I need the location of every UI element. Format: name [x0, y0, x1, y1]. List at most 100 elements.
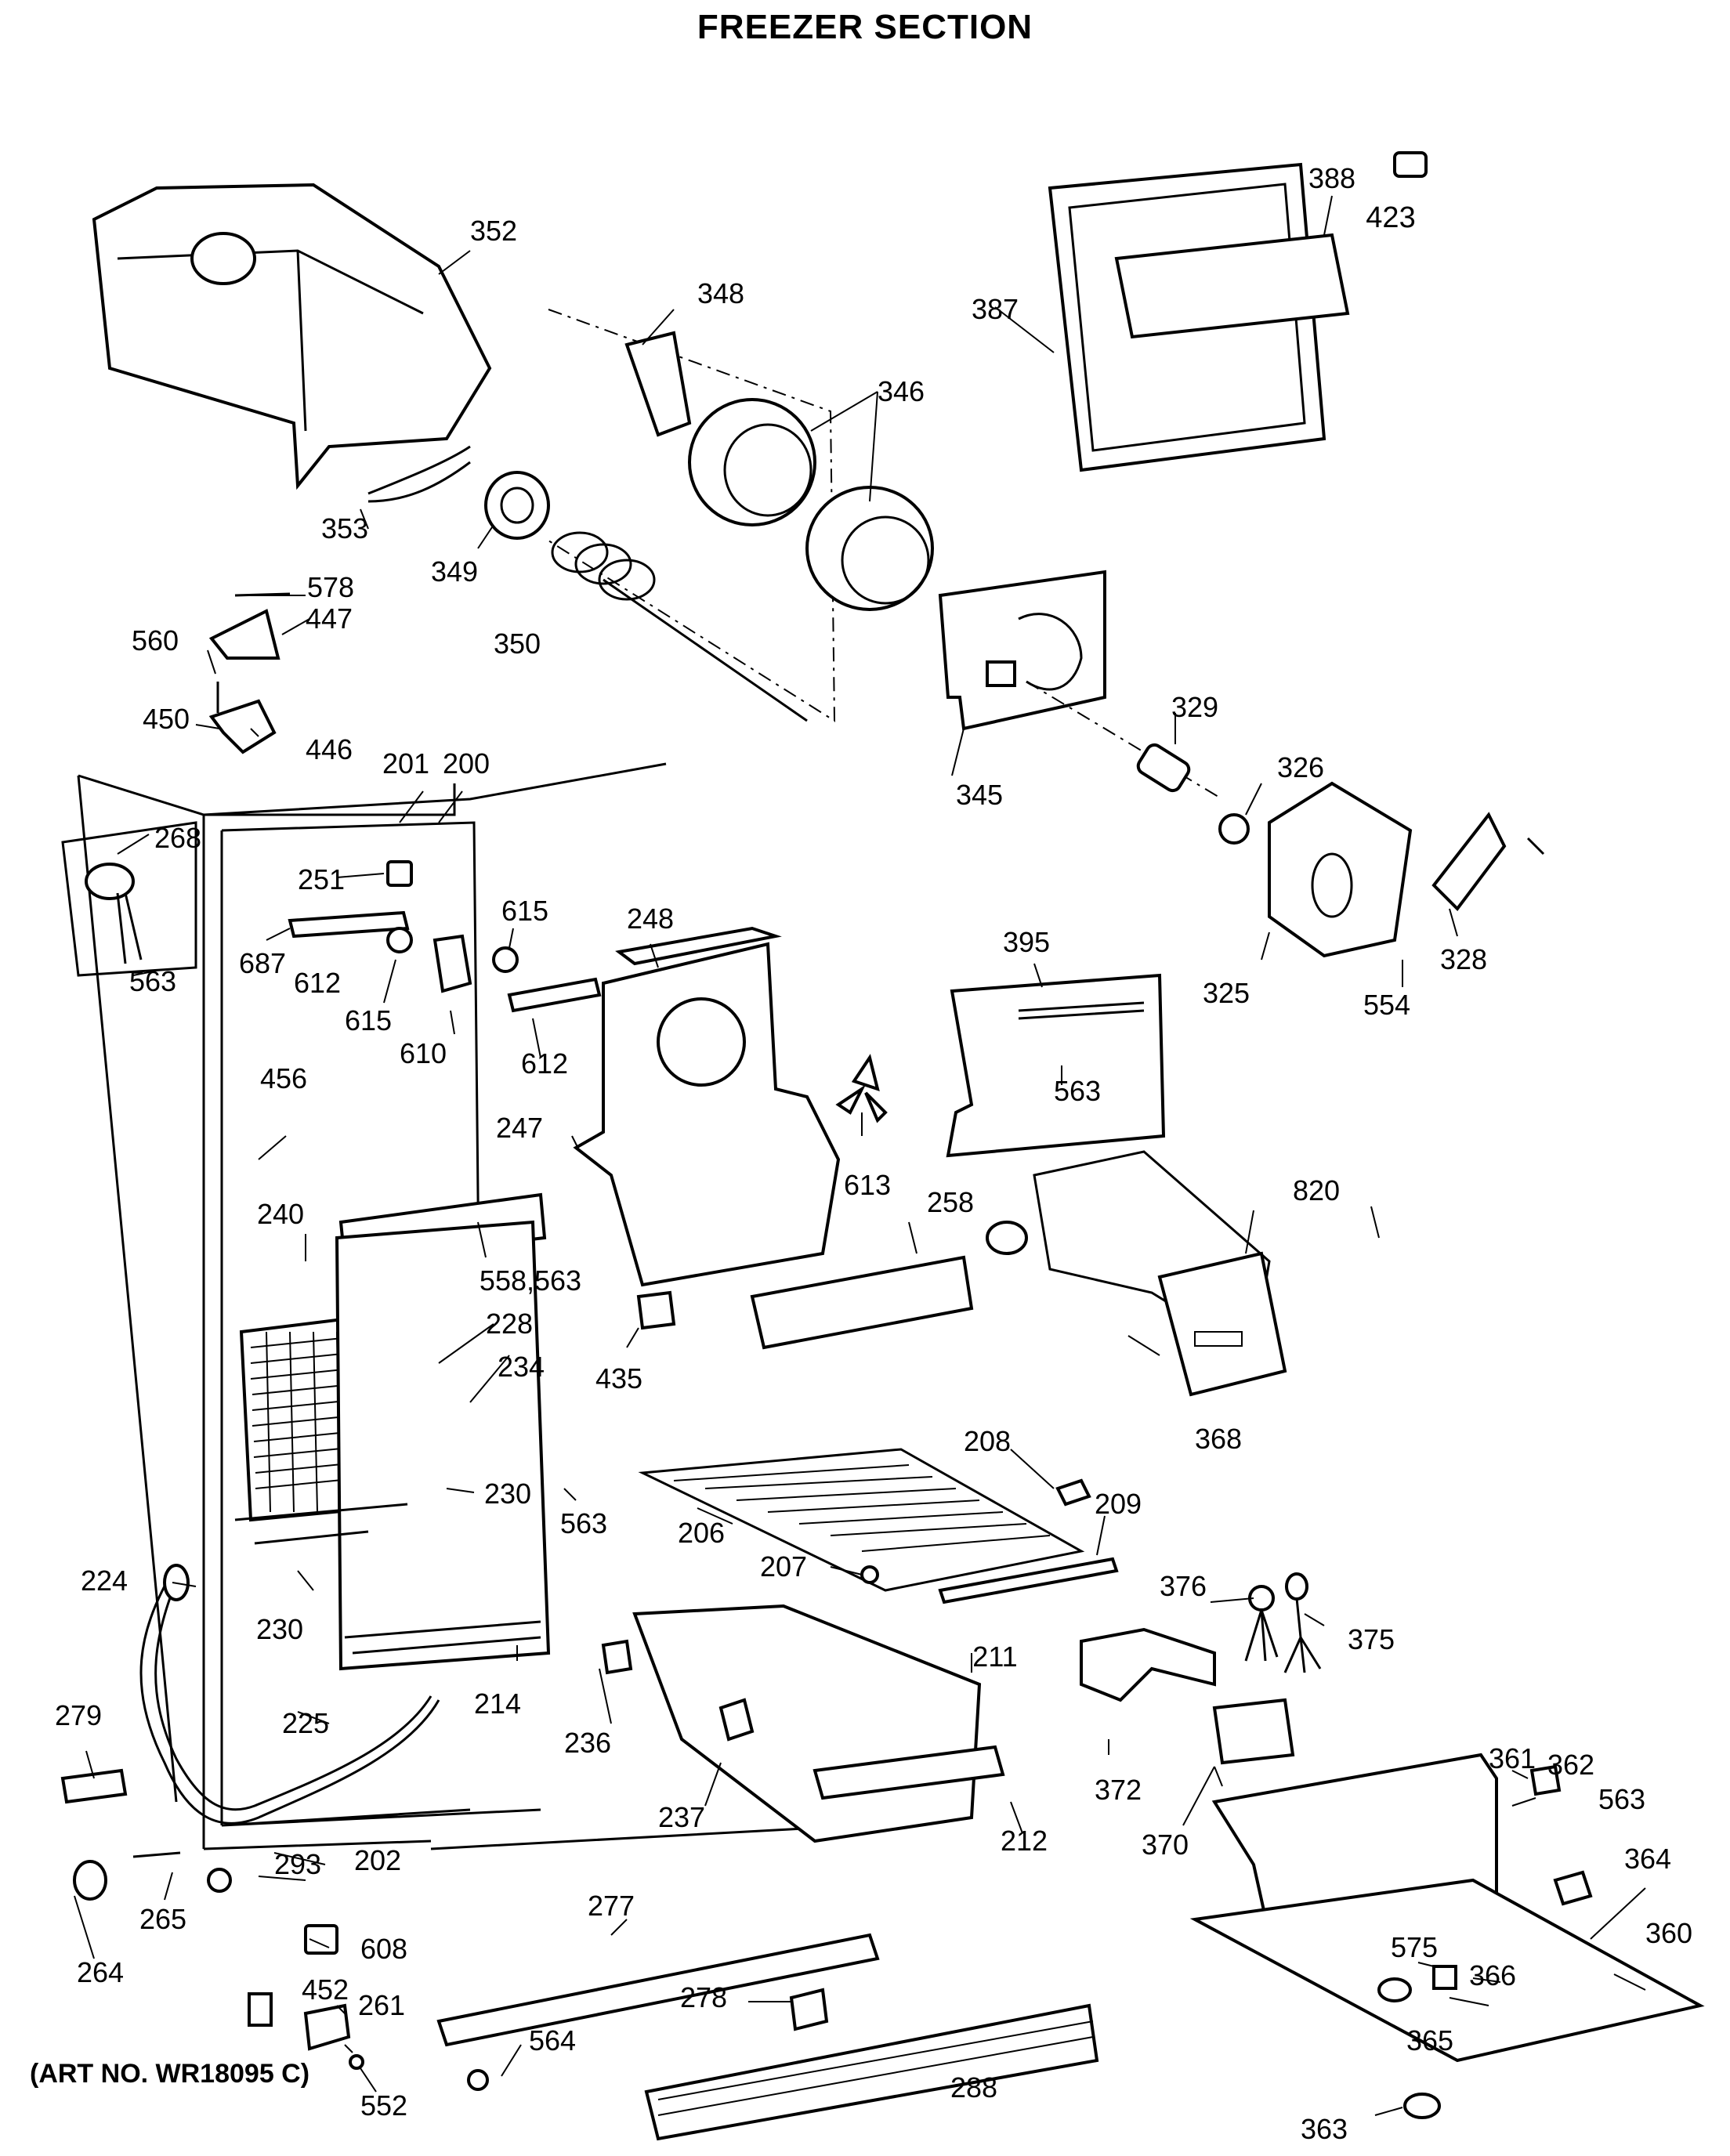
part-label-279: 279 [54, 1699, 103, 1731]
part-label-456: 456 [259, 1062, 308, 1094]
part-label-293: 293 [273, 1848, 322, 1880]
part-label-230-lower: 230 [255, 1613, 304, 1645]
part-label-362: 362 [1547, 1749, 1595, 1781]
leader-lines [74, 195, 1646, 2116]
part-label-228: 228 [485, 1308, 534, 1340]
part-label-687: 687 [238, 947, 287, 979]
freezer-cabinet-liner [77, 762, 863, 1850]
part-label-613: 613 [843, 1169, 892, 1201]
ice-maker-820 [986, 1150, 1287, 1397]
part-label-288: 288 [950, 2071, 998, 2104]
part-label-264: 264 [76, 1956, 125, 1988]
auger-motor-325-329 [1026, 681, 1545, 958]
part-label-563-d: 563 [1598, 1783, 1646, 1815]
part-label-363: 363 [1300, 2113, 1348, 2145]
part-label-423: 423 [1366, 201, 1416, 234]
mounting-plate-345 [938, 570, 1106, 731]
mounting-bracket-360-361 [1189, 1753, 1705, 2119]
part-label-563-a: 563 [128, 965, 177, 997]
part-label-350: 350 [493, 628, 541, 660]
part-label-346: 346 [877, 375, 925, 407]
part-label-261: 261 [357, 1989, 406, 2021]
part-label-329: 329 [1171, 691, 1219, 723]
part-label-361: 361 [1488, 1742, 1536, 1774]
part-label-211: 211 [972, 1641, 1018, 1673]
part-label-225: 225 [281, 1707, 330, 1739]
part-label-206: 206 [677, 1517, 726, 1549]
part-label-258: 258 [926, 1186, 975, 1218]
part-label-558-563: 558,563 [479, 1264, 582, 1297]
auger-blades-346-348 [624, 331, 934, 611]
part-label-236: 236 [563, 1727, 612, 1759]
part-label-208: 208 [963, 1425, 1012, 1457]
part-label-349: 349 [430, 555, 479, 588]
part-label-277: 277 [587, 1890, 635, 1922]
part-label-237: 237 [657, 1801, 706, 1833]
ice-pan-211 [601, 1604, 1005, 1843]
part-label-615-top: 615 [501, 895, 549, 927]
part-label-240: 240 [256, 1198, 305, 1230]
diagram-title: FREEZER SECTION [697, 8, 1033, 46]
part-label-575: 575 [1390, 1931, 1439, 1963]
auger-parts-349-350 [484, 309, 836, 722]
hardware-446-447-450 [208, 592, 291, 754]
part-label-268: 268 [154, 822, 202, 854]
part-label-564: 564 [528, 2024, 577, 2057]
part-label-200: 200 [442, 747, 490, 780]
part-label-328: 328 [1439, 943, 1488, 975]
part-label-446: 446 [305, 733, 353, 765]
part-label-376: 376 [1159, 1570, 1207, 1602]
part-label-388: 388 [1308, 162, 1356, 194]
part-label-563-c: 563 [559, 1507, 608, 1539]
part-label-326: 326 [1276, 751, 1325, 783]
part-label-820: 820 [1292, 1174, 1341, 1206]
part-label-234: 234 [497, 1351, 545, 1383]
part-label-608: 608 [360, 1933, 408, 1965]
evaporator-228 [234, 1192, 551, 1671]
part-label-365: 365 [1406, 2024, 1454, 2057]
dispenser-frame-387-388 [1048, 151, 1428, 472]
part-label-612-right: 612 [520, 1047, 569, 1080]
part-label-214: 214 [473, 1688, 522, 1720]
part-label-201: 201 [382, 747, 430, 780]
part-label-345: 345 [955, 779, 1004, 811]
fan-blade-613 [835, 1054, 888, 1123]
part-label-360: 360 [1645, 1917, 1693, 1949]
part-label-372: 372 [1094, 1774, 1142, 1806]
part-label-552: 552 [360, 2089, 408, 2122]
part-label-610: 610 [399, 1037, 447, 1069]
part-label-248: 248 [626, 903, 675, 935]
air-bar-258 [636, 1255, 974, 1350]
part-label-615-bottom: 615 [344, 1004, 393, 1036]
part-label-353: 353 [320, 512, 369, 544]
air-duct-housing-247 [573, 926, 841, 1287]
part-label-370: 370 [1141, 1829, 1189, 1861]
part-label-395: 395 [1002, 926, 1051, 958]
art-number: (ART NO. WR18095 C) [30, 2059, 310, 2089]
wire-shelf-206 [638, 1448, 1119, 1604]
part-label-366: 366 [1468, 1959, 1517, 1991]
part-label-202: 202 [353, 1844, 402, 1876]
part-label-435: 435 [595, 1362, 643, 1395]
part-label-364: 364 [1623, 1843, 1672, 1875]
part-label-247: 247 [495, 1112, 544, 1144]
part-label-447: 447 [305, 602, 353, 635]
part-label-563-b: 563 [1053, 1075, 1102, 1107]
part-label-278: 278 [679, 1981, 728, 2013]
part-label-554: 554 [1363, 989, 1411, 1021]
ice-bucket-352 [92, 183, 492, 503]
part-label-368: 368 [1194, 1423, 1243, 1455]
part-label-578: 578 [306, 571, 355, 603]
part-label-265: 265 [139, 1903, 187, 1935]
part-label-230-upper: 230 [483, 1478, 532, 1510]
part-label-325: 325 [1202, 977, 1250, 1009]
light-socket-268 [61, 821, 197, 977]
part-label-207: 207 [759, 1550, 808, 1583]
wire-harness-375-376 [1244, 1572, 1322, 1673]
control-parts-370-372 [1080, 1627, 1295, 1765]
part-label-348: 348 [697, 277, 745, 309]
part-label-352: 352 [469, 215, 518, 247]
cover-plate-395 [946, 973, 1166, 1158]
brackets-261-452 [248, 1924, 364, 2070]
